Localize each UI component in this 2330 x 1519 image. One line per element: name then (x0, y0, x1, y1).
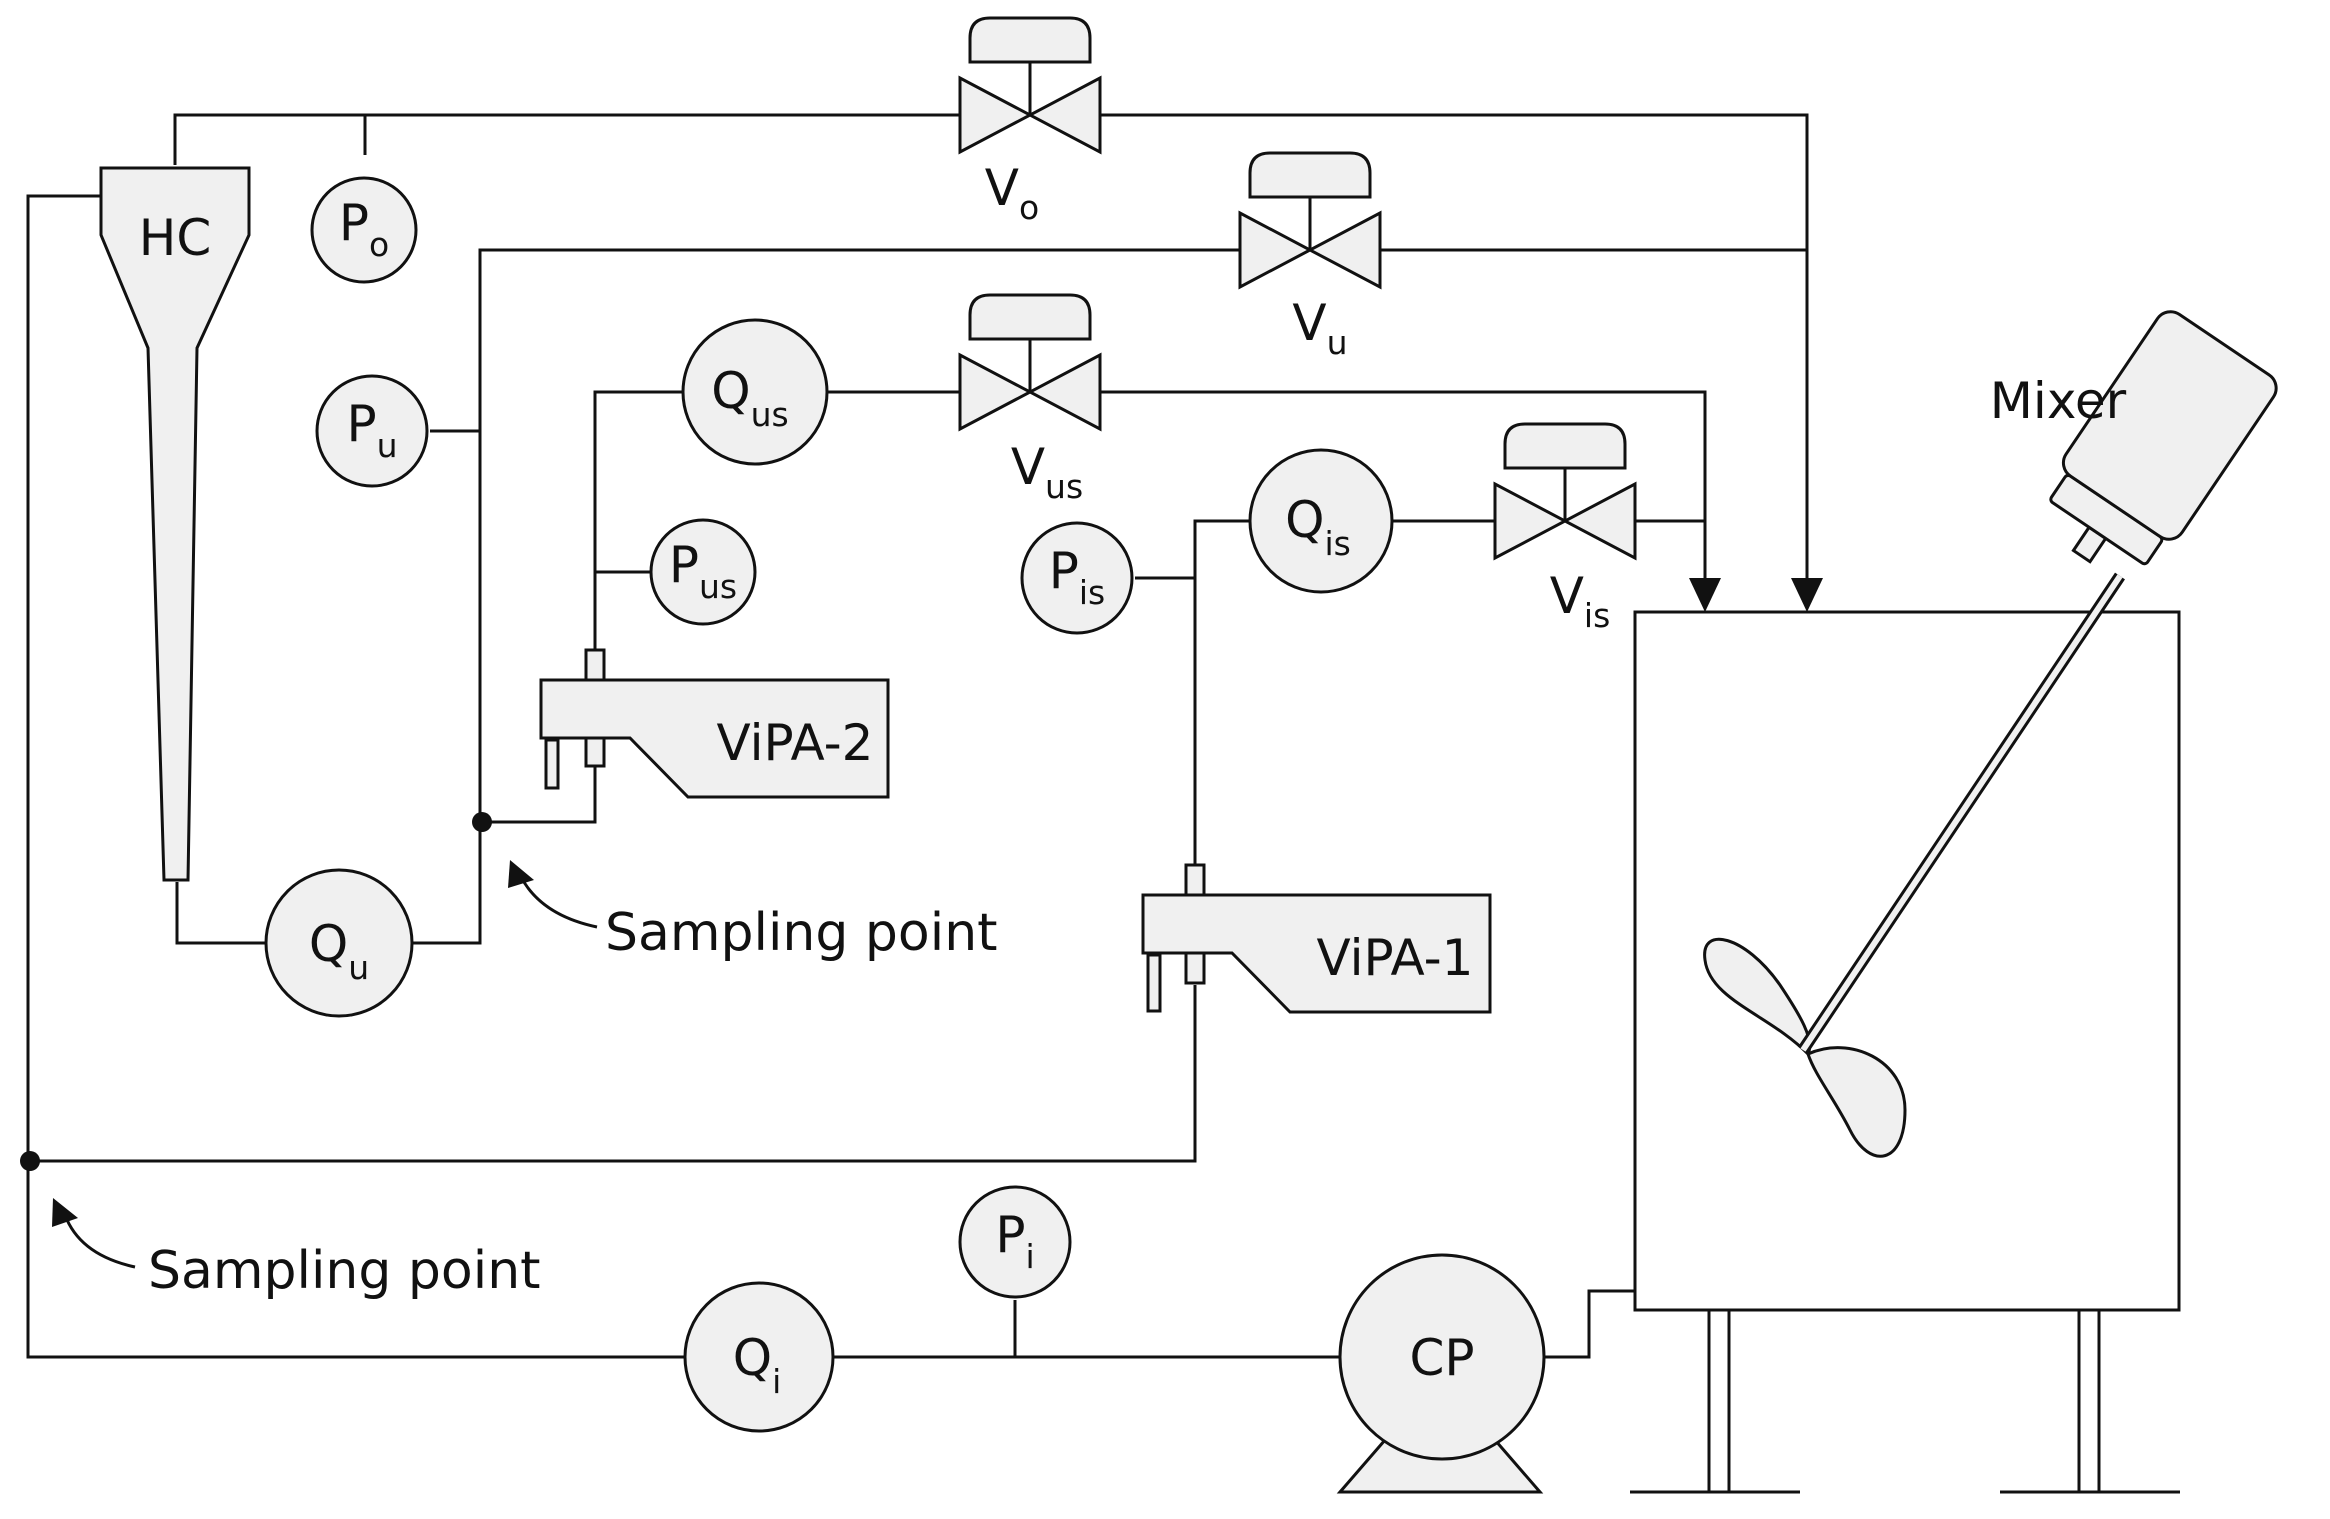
svg-text:Qi: Qi (733, 1329, 782, 1401)
gauge-pus-subscript: us (699, 567, 737, 606)
flowmeter-qi-subscript: i (772, 1362, 781, 1401)
sampling-point-lower-label: Sampling point (148, 1241, 541, 1301)
centrifugal-pump: CP (1336, 1253, 1546, 1494)
flowmeter-qi: Qi (683, 1281, 835, 1433)
us-to-tank-pipe (825, 390, 1707, 590)
underflow-pipe (175, 815, 482, 945)
piping (26, 113, 1823, 1359)
gauge-pi-subscript: i (1025, 1237, 1034, 1276)
flowmeter-qis-symbol: Q (1285, 491, 1324, 549)
vipa-1: ViPA-1 (1141, 863, 1492, 1014)
svg-text:Vis: Vis (1550, 567, 1611, 635)
mixer: Mixer (1703, 310, 2278, 1158)
valve-vu-subscript: u (1327, 323, 1348, 362)
valve-vus-subscript: us (1045, 467, 1083, 506)
valve-vis-symbol: V (1550, 567, 1584, 625)
hydrocyclone: HC (99, 166, 251, 882)
valve-vu: Vu (1238, 151, 1382, 362)
valve-vis: Vis (1493, 422, 1637, 635)
vipa1-inlet-pipe (28, 985, 1197, 1163)
vipa1-outlet-pipe (1193, 519, 1250, 870)
us-inflow-arrow (1689, 578, 1721, 612)
sampling-point-upper-label: Sampling point (605, 903, 998, 963)
svg-text:Vus: Vus (1011, 438, 1083, 506)
gauge-pis: Pis (1020, 521, 1134, 635)
gauge-po-subscript: o (369, 225, 389, 264)
valve-vu-symbol: V (1292, 294, 1326, 352)
vipa-2-label: ViPA-2 (717, 714, 874, 772)
svg-text:Vo: Vo (985, 159, 1039, 227)
valve-vo: Vo (958, 16, 1102, 227)
svg-text:Pi: Pi (995, 1206, 1034, 1276)
vipa-1-label: ViPA-1 (1317, 929, 1474, 987)
vipa2-branch-pipe (480, 748, 597, 824)
gauge-pis-symbol: P (1049, 542, 1079, 600)
mixer-label: Mixer (1990, 372, 2127, 430)
valve-vus-symbol: V (1011, 438, 1045, 496)
valve-vo-symbol: V (985, 159, 1019, 217)
valve-vo-subscript: o (1019, 188, 1039, 227)
svg-text:Pus: Pus (669, 536, 737, 606)
tank (1630, 610, 2181, 1494)
vipa-2: ViPA-2 (539, 648, 890, 799)
gauge-po: Po (310, 176, 418, 284)
sampling-junction-lower (20, 1151, 40, 1171)
mixer-impeller-blade (1806, 1046, 1907, 1158)
svg-text:Po: Po (339, 194, 389, 264)
pump-suction-pipe (1545, 1289, 1635, 1359)
flowmeter-qis: Qis (1248, 448, 1394, 594)
svg-text:Pu: Pu (346, 395, 397, 465)
flowmeter-qus-symbol: Q (711, 362, 750, 420)
svg-text:Qus: Qus (711, 362, 788, 434)
gauge-pi-symbol: P (995, 1206, 1025, 1264)
gauge-pi: Pi (958, 1185, 1072, 1299)
overflow-inflow-arrow (1791, 578, 1823, 612)
hc-feed-pipe (26, 194, 685, 1359)
sampling-point-lower: Sampling point (52, 1198, 541, 1301)
hydrocyclone-label: HC (139, 209, 212, 267)
flowmeter-qu: Qu (264, 868, 414, 1018)
gauge-pu-subscript: u (377, 426, 398, 465)
valve-vis-subscript: is (1584, 596, 1610, 635)
svg-text:Qis: Qis (1285, 491, 1351, 563)
mixer-motor (2049, 310, 2278, 566)
gauge-pu-symbol: P (346, 395, 376, 453)
flowmeter-qi-symbol: Q (733, 1329, 772, 1387)
gauge-po-symbol: P (339, 194, 369, 252)
vipa2-outlet-pipe (593, 390, 685, 655)
svg-text:Qu: Qu (309, 915, 369, 987)
flowmeter-qu-symbol: Q (309, 915, 348, 973)
sampling-junction-upper (472, 812, 492, 832)
pump-label: CP (1409, 1329, 1474, 1387)
gauge-pis-subscript: is (1079, 573, 1105, 612)
svg-text:Vu: Vu (1292, 294, 1347, 362)
svg-text:Pis: Pis (1049, 542, 1106, 612)
flowmeter-qu-subscript: u (348, 948, 369, 987)
mixer-impeller (1703, 937, 1812, 1057)
gauge-pu: Pu (315, 374, 429, 488)
gauge-pus: Pus (649, 518, 757, 626)
valve-vus: Vus (958, 293, 1102, 506)
sampling-point-upper: Sampling point (508, 860, 998, 963)
gauge-pus-symbol: P (669, 536, 699, 594)
flowmeter-qus: Qus (681, 318, 829, 466)
flowmeter-qis-subscript: is (1324, 524, 1350, 563)
flowmeter-qus-subscript: us (751, 395, 789, 434)
